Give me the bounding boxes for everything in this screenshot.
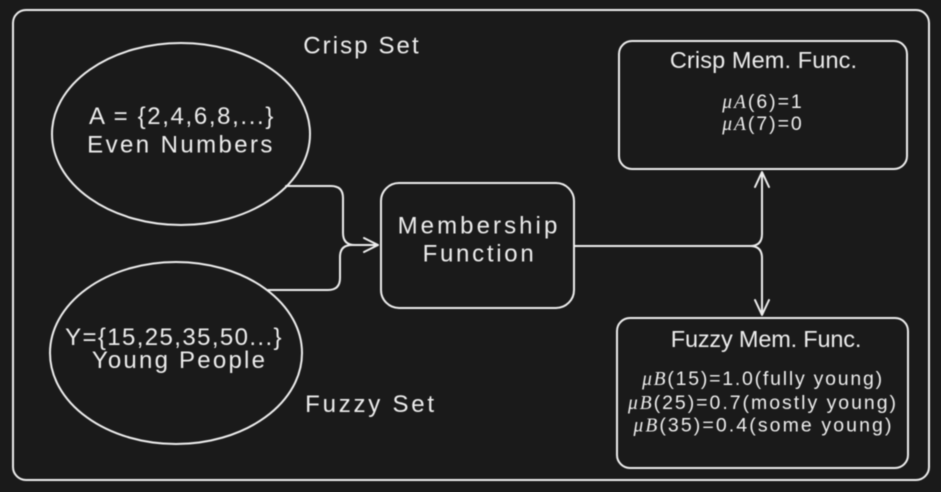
svg-text:Y={15,25,35,50...}: Y={15,25,35,50...} <box>65 324 283 351</box>
svg-text:Crisp Mem. Func.: Crisp Mem. Func. <box>670 47 857 73</box>
svg-text:μB(35)=0.4(some young): μB(35)=0.4(some young) <box>632 415 893 437</box>
svg-text:Fuzzy Mem. Func.: Fuzzy Mem. Func. <box>671 326 861 352</box>
svg-text:Function: Function <box>423 241 537 268</box>
svg-text:Fuzzy Set: Fuzzy Set <box>305 391 437 418</box>
svg-text:μA(6)=1: μA(6)=1 <box>721 91 804 113</box>
svg-text:Membership: Membership <box>398 213 561 240</box>
svg-text:μB(25)=0.7(mostly young): μB(25)=0.7(mostly young) <box>627 392 898 414</box>
svg-text:μA(7)=0: μA(7)=0 <box>721 113 804 135</box>
svg-text:Young People: Young People <box>92 347 267 374</box>
svg-text:μB(15)=1.0(fully young): μB(15)=1.0(fully young) <box>641 368 884 390</box>
svg-text:Even Numbers: Even Numbers <box>87 132 275 159</box>
svg-text:Crisp Set: Crisp Set <box>303 33 421 60</box>
svg-text:A = {2,4,6,8,...}: A = {2,4,6,8,...} <box>89 103 275 130</box>
